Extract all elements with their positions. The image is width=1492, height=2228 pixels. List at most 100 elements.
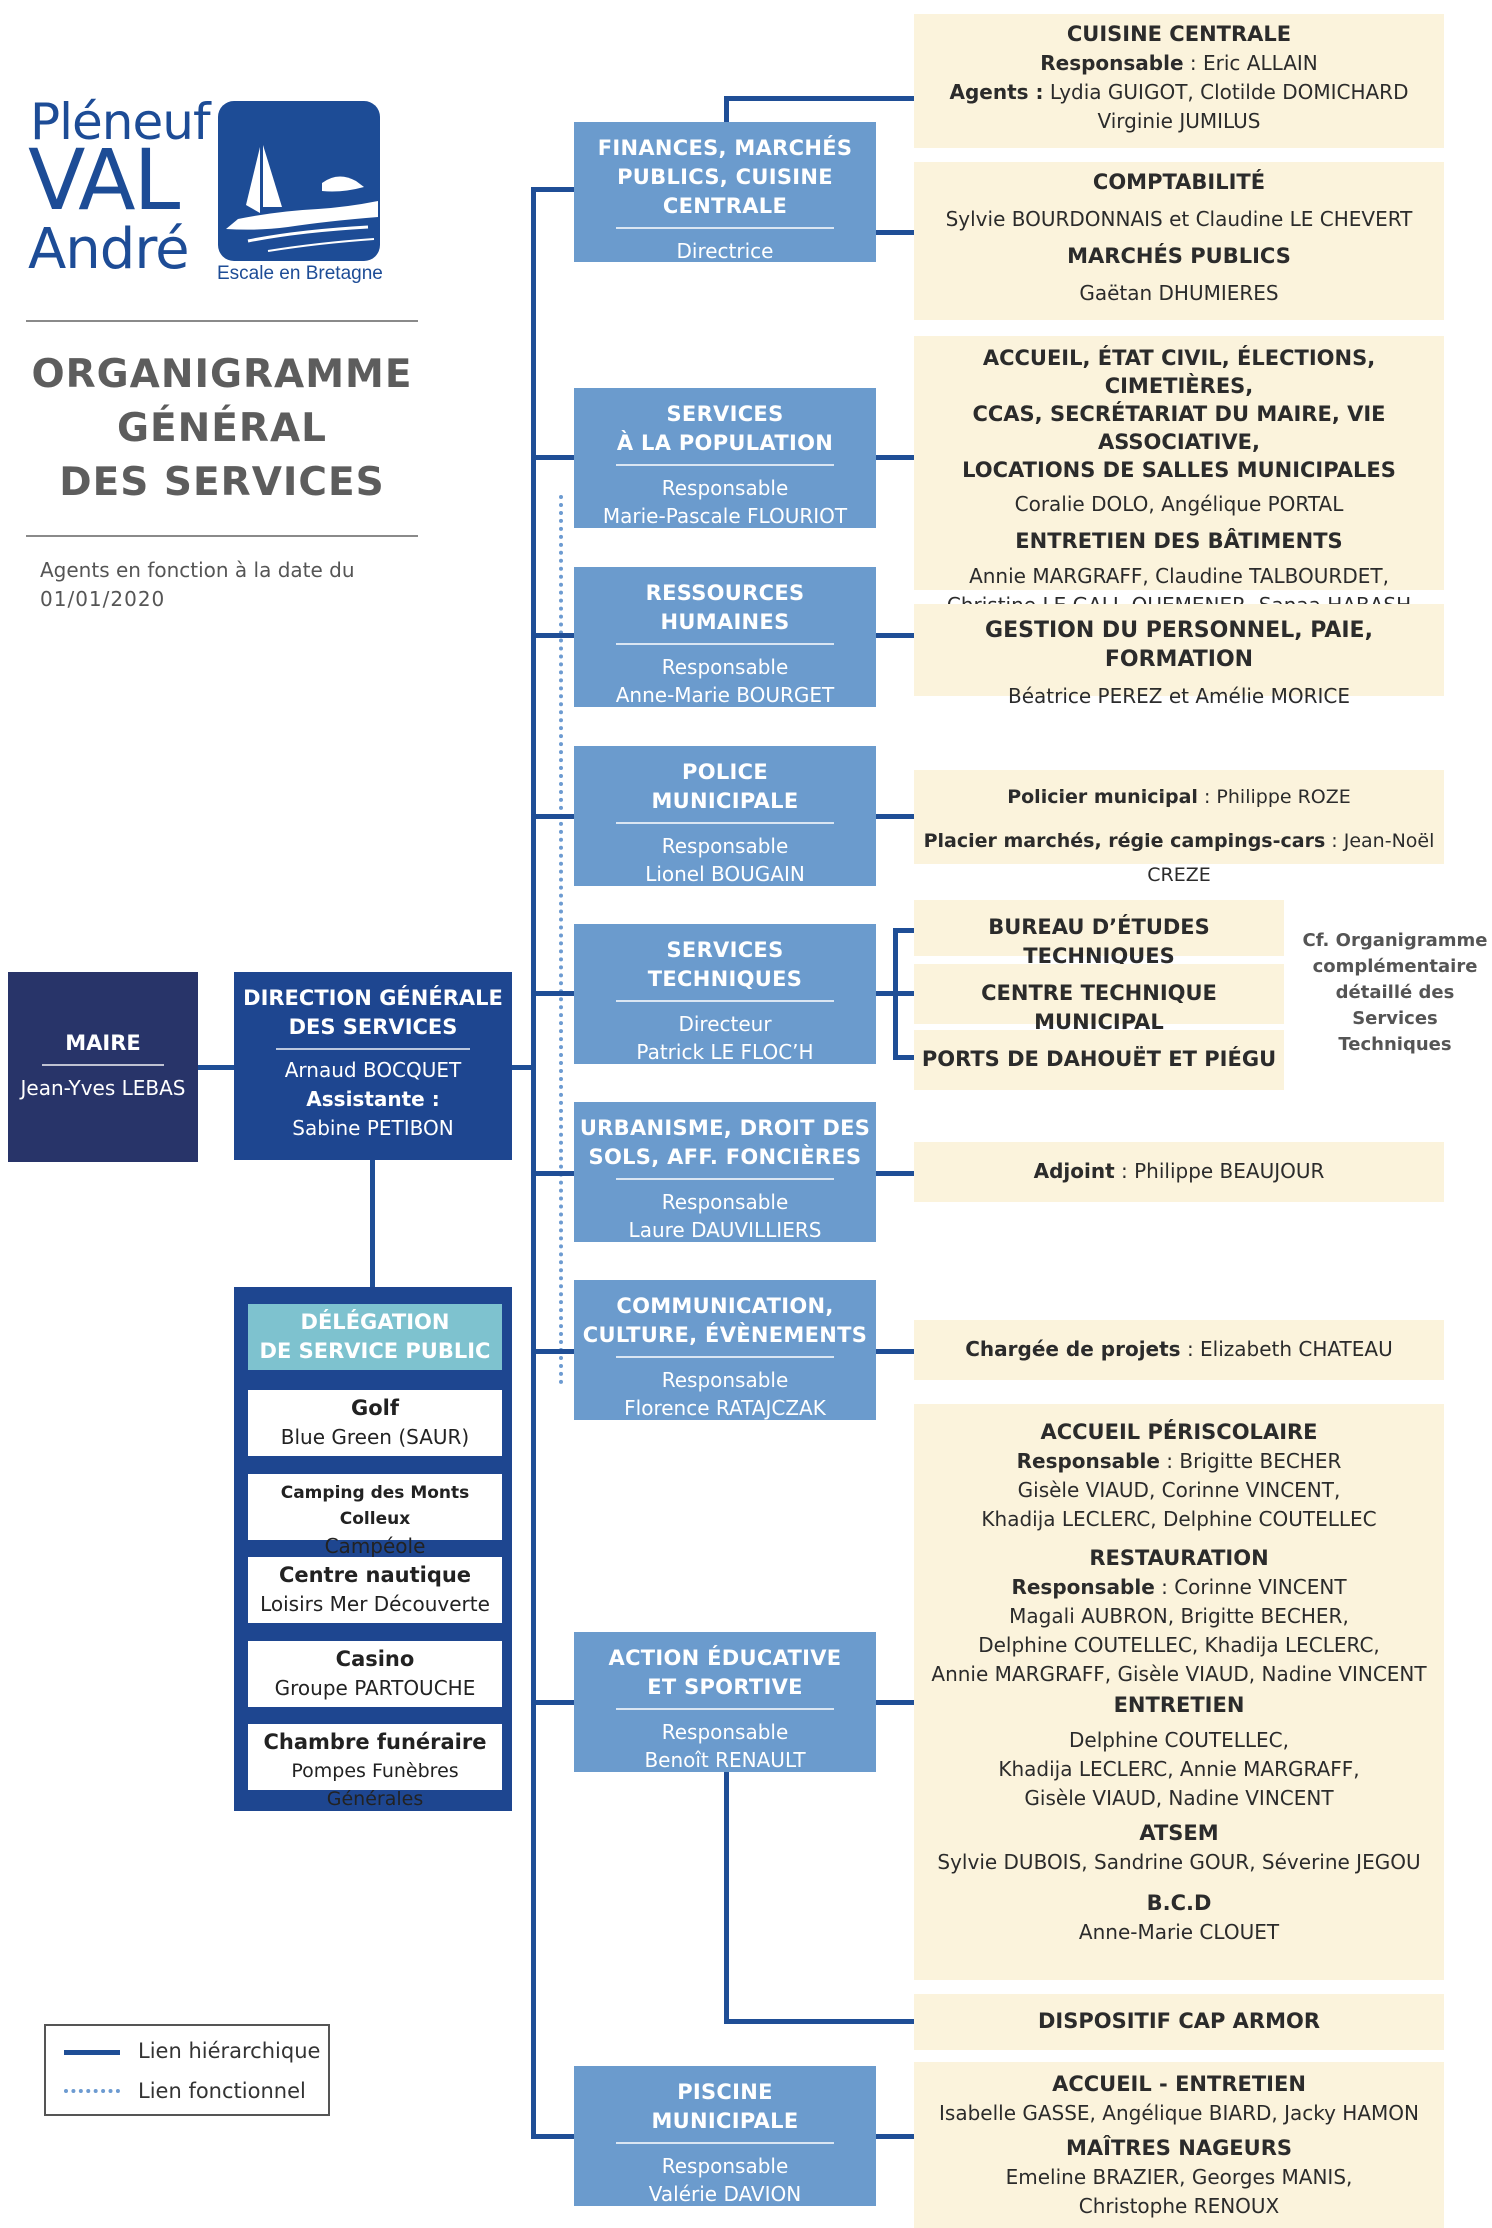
connector-line [370,1160,375,1290]
service-role: Responsable [661,655,789,679]
service-title-line: COMMUNICATION, [616,1294,834,1318]
service-title-line: POLICE [682,760,768,784]
urbanisme-line: Adjoint : Philippe BEAUJOUR [1033,1159,1325,1183]
tech-note-line: Services [1352,1008,1438,1029]
resp-name: Brigitte BECHER [1179,1449,1342,1473]
legend: Lien hiérarchique Lien fonctionnel [44,2024,330,2116]
connector-line [531,1349,574,1354]
tech-note-line: Cf. Organigramme [1302,930,1488,951]
service-title-line: RESSOURCES [645,581,805,605]
dgs-title-line: DIRECTION GÉNÉRALE [243,986,503,1010]
dgs-assistant-label: Assistante : [306,1087,440,1111]
logo-text-andre: André [28,217,190,282]
population-title-line: ACCUEIL, ÉTAT CIVIL, ÉLECTIONS, CIMETIÈR… [982,346,1376,398]
maire-title: MAIRE [65,1031,141,1055]
police-name: Philippe ROZE [1216,786,1351,808]
connector-line [893,1055,914,1060]
entretien-batiments-title: ENTRETIEN DES BÂTIMENTS [1015,529,1343,553]
service-title-line: ET SPORTIVE [647,1675,803,1699]
police-box: Policier municipal : Philippe ROZE Placi… [914,770,1444,886]
delegation-item-name: Camping des Monts Colleux [280,1483,470,1529]
cuisine-resp: Responsable : Eric ALLAIN [1040,51,1318,75]
tech-item-label: PORTS DE DAHOUËT ET PIÉGU [921,1047,1277,1071]
restauration-line: Delphine COUTELLEC, Khadija LECLERC, [978,1633,1380,1657]
resp-label: Responsable [1016,1449,1160,1473]
service-title-line: PISCINE [677,2080,773,2104]
cuisine-resp-name: Eric ALLAIN [1203,51,1318,75]
service-title-line: PUBLICS, CUISINE CENTRALE [617,165,833,218]
entretien-batiments-line: Annie MARGRAFF, Claudine TALBOURDET, [969,564,1389,588]
dgs-name: Arnaud BOCQUET [284,1058,462,1082]
accueil-periscolaire-line: Gisèle VIAUD, Corinne VINCENT, [1017,1478,1341,1502]
cuisine-resp-label: Responsable [1040,51,1184,75]
connector-line [531,455,574,460]
cuisine-agents-label: Agents : [949,80,1044,104]
connector-line [876,991,896,996]
service-title: COMMUNICATION,CULTURE, ÉVÈNEMENTS [574,1292,876,1350]
connector-line [876,814,914,819]
tech-ports: PORTS DE DAHOUËT ET PIÉGU [914,1030,1284,1090]
service-separator [616,1000,834,1002]
connector-line [876,1700,914,1705]
connector-line [531,633,574,638]
service-role: Directeur [678,1012,772,1036]
service-title: RESSOURCES HUMAINES [574,579,876,637]
dgs-title-line: DES SERVICES [288,1015,458,1039]
logo-text-val: VAL [28,131,180,229]
entretien-line: Gisèle VIAUD, Nadine VINCENT [1024,1786,1334,1810]
delegation-item-sub: Blue Green (SAUR) [280,1425,470,1449]
urbanisme-name: Philippe BEAUJOUR [1134,1159,1325,1183]
date-note: Agents en fonction à la date du 01/01/20… [40,556,355,614]
restauration-title: RESTAURATION [1089,1546,1269,1570]
service-title-line: SERVICES [666,938,784,962]
communication-line: Chargée de projets : Elizabeth CHATEAU [965,1337,1393,1361]
dgs-title: DIRECTION GÉNÉRALE DES SERVICES [234,984,512,1042]
divider-bottom [26,535,418,537]
service-head-name: Benoît RENAULT [644,1748,806,1772]
communication-name: Elizabeth CHATEAU [1200,1337,1393,1361]
cuisine-box: CUISINE CENTRALE Responsable : Eric ALLA… [914,14,1444,148]
delegation-item-funeraire: Chambre funéraire Pompes Funèbres Généra… [248,1724,502,1810]
delegation-header: DÉLÉGATION DE SERVICE PUBLIC [248,1304,502,1370]
service-title-line: HUMAINES [660,610,790,634]
service-separator [616,643,834,645]
service-role: Responsable [661,1190,789,1214]
piscine-box: ACCUEIL - ENTRETIEN Isabelle GASSE, Angé… [914,2062,1444,2228]
connector-line [876,1171,914,1176]
service-title-line: URBANISME, DROIT DES [579,1116,871,1140]
communication-label: Chargée de projets [965,1337,1181,1361]
cuisine-agents-names-2: Virginie JUMILUS [1097,109,1261,133]
service-communication: COMMUNICATION,CULTURE, ÉVÈNEMENTS Respon… [574,1280,876,1420]
entretien-line: Khadija LECLERC, Annie MARGRAFF, [998,1757,1360,1781]
rh-box: GESTION DU PERSONNEL, PAIE, FORMATION Bé… [914,604,1444,708]
piscine-accueil-title: ACCUEIL - ENTRETIEN [1052,2072,1306,2096]
service-separator [616,1356,834,1358]
bcd-names: Anne-Marie CLOUET [1078,1920,1280,1944]
connector-line [724,96,914,101]
population-title-line: LOCATIONS DE SALLES MUNICIPALES [962,458,1396,482]
connector-line [724,2019,914,2024]
connector-line [531,187,536,2139]
delegation-item-name: Casino [335,1647,415,1671]
service-head-name: Patrick LE FLOC’H [636,1040,814,1064]
cuisine-agents-names: Lydia GUIGOT, Clotilde DOMICHARD [1049,80,1409,104]
dgs-assistant-name: Sabine PETIBON [292,1116,454,1140]
marches-publics-names: Gaëtan DHUMIERES [1079,281,1279,305]
connector-line [876,633,914,638]
maitres-nageurs-line: Emeline BRAZIER, Georges MANIS, [1005,2165,1353,2189]
connector-line [531,814,574,819]
functional-link-line [559,495,563,1385]
service-separator [616,2142,834,2144]
resp-name: Corinne VINCENT [1174,1575,1347,1599]
logo-tagline: Escale en Bretagne [217,263,383,284]
